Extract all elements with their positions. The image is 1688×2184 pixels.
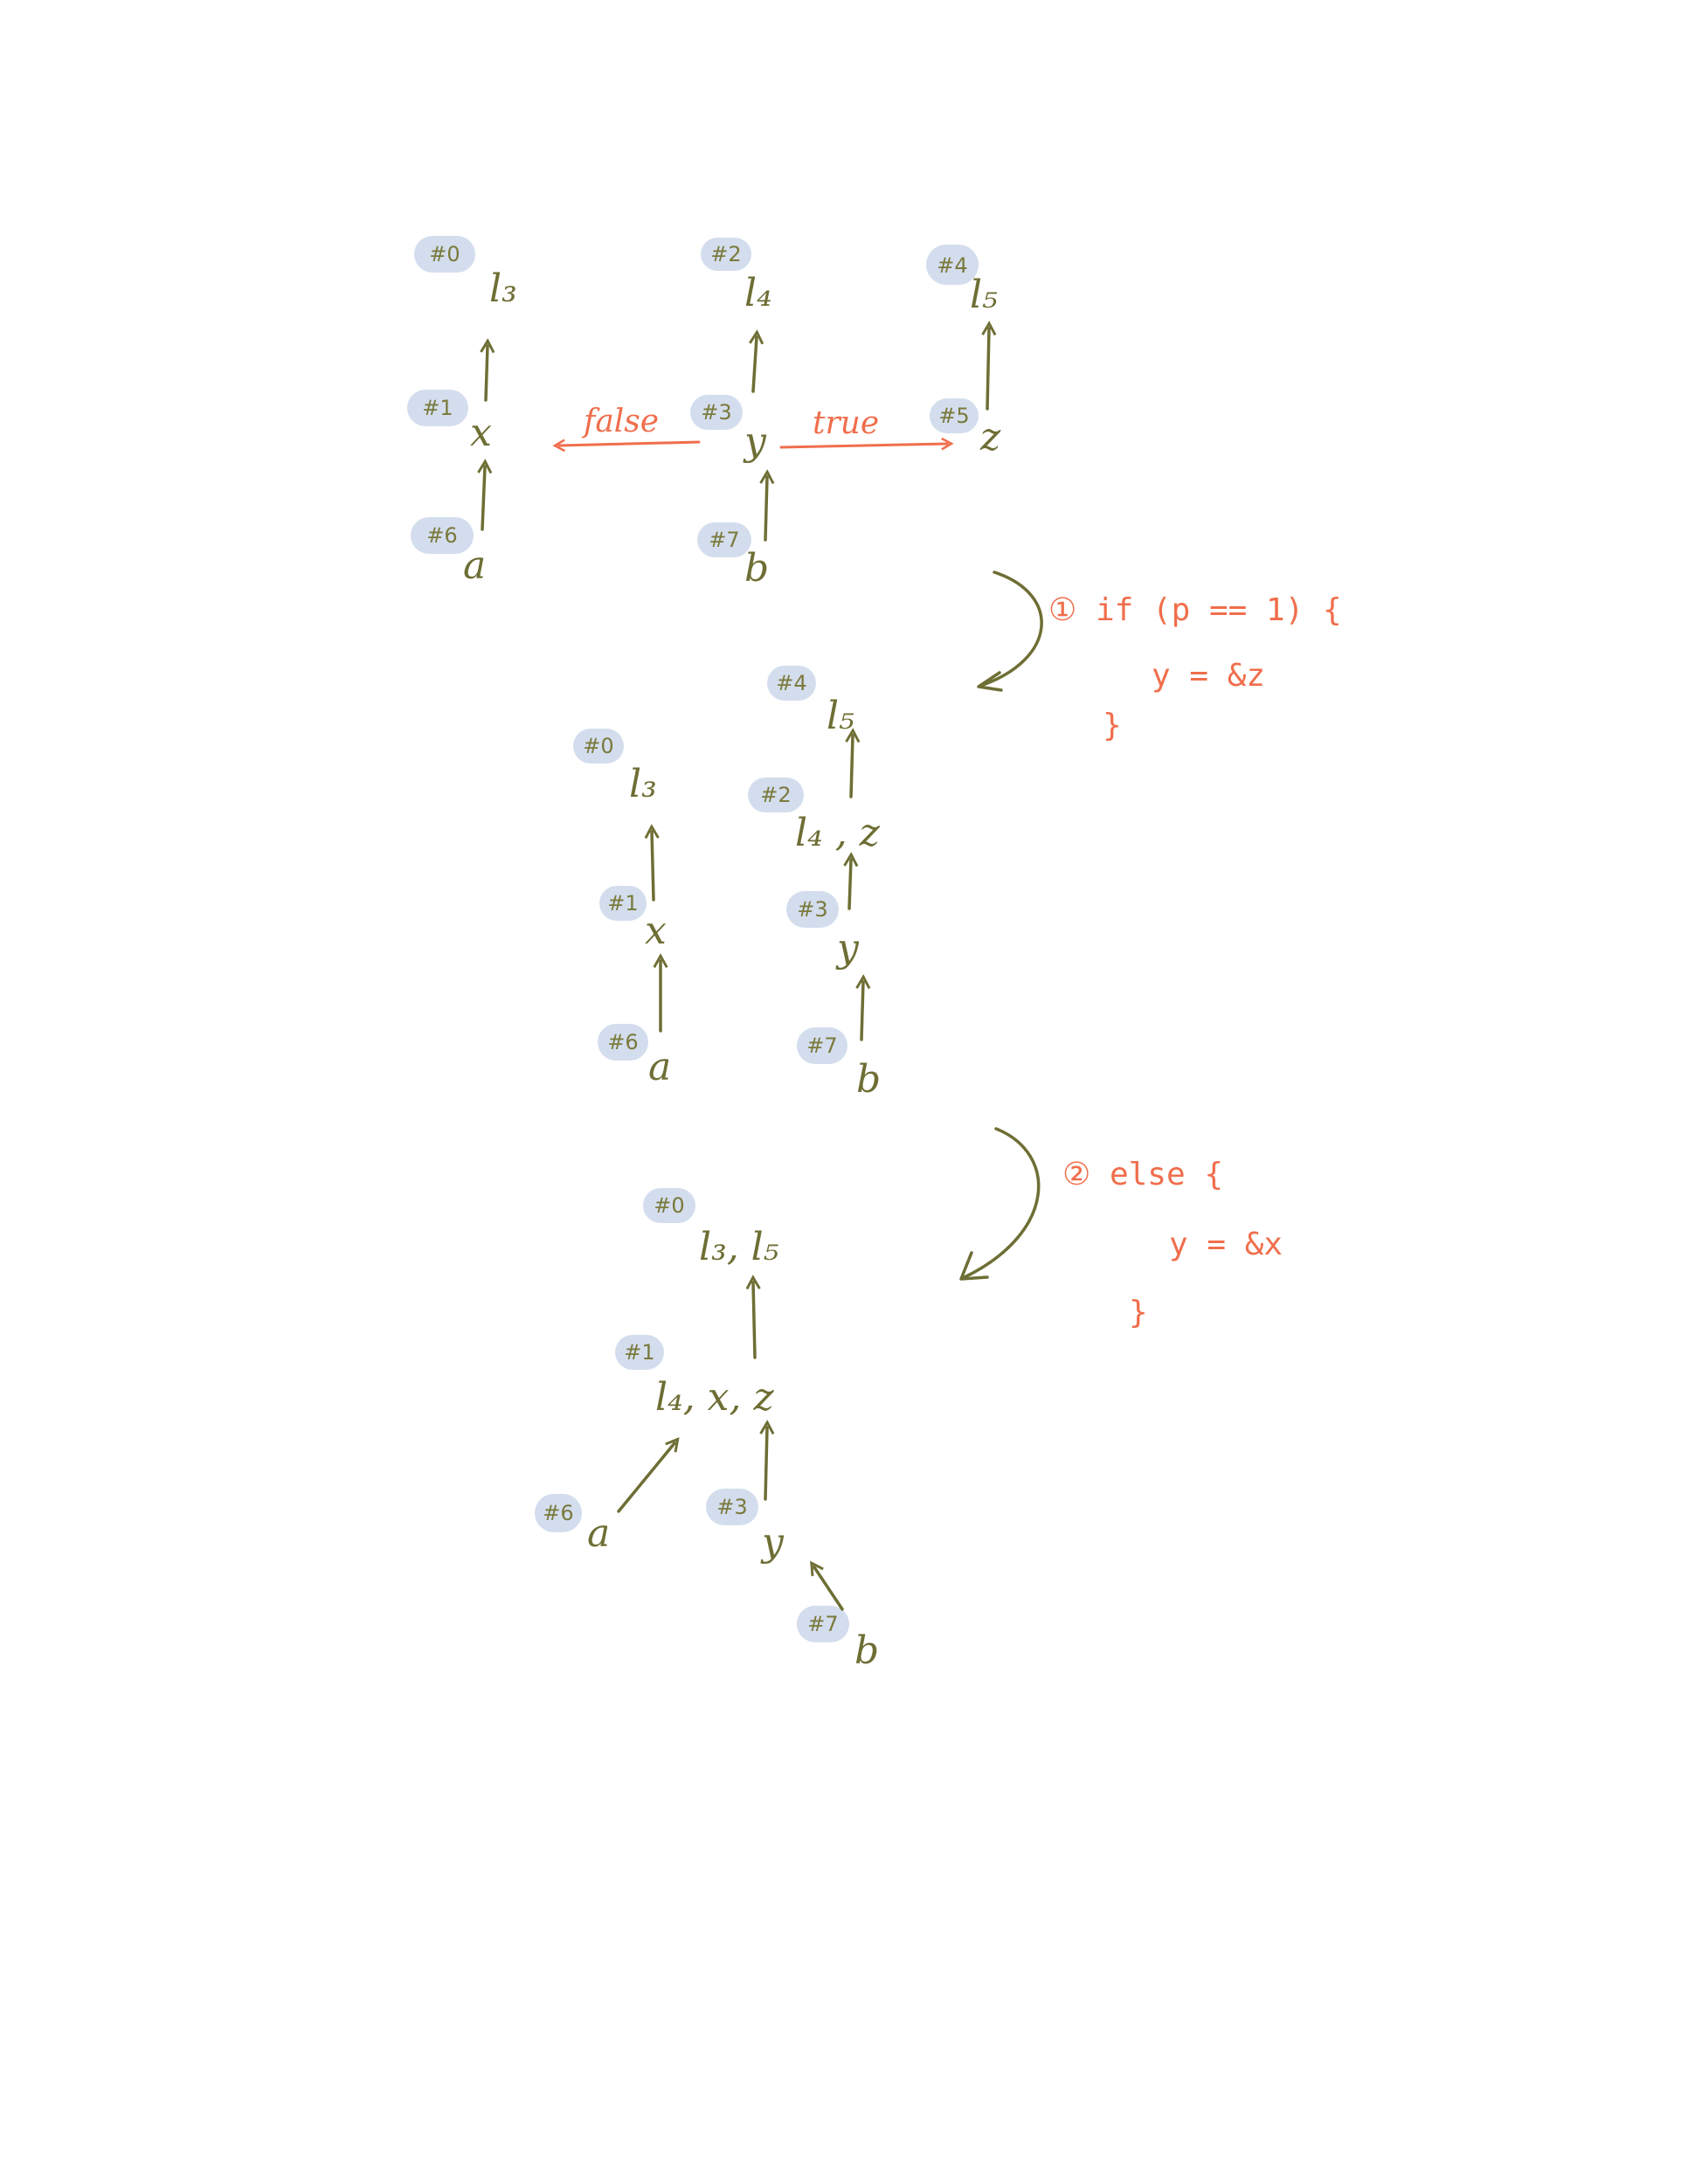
edge-l4z-to-l5 xyxy=(851,736,853,798)
edge-b-to-y xyxy=(765,477,767,542)
node-y: y xyxy=(835,926,860,971)
edge-b-to-y xyxy=(814,1567,844,1611)
badge-4: #4 xyxy=(926,245,979,285)
stage-2-graph: #0 #1 #6 #4 #2 #3 #7 l₃ x a l₅ l₄ , xyxy=(573,666,881,1102)
node-a: a xyxy=(587,1511,610,1556)
svg-text:#1: #1 xyxy=(624,1340,654,1365)
stage-1-graph: #0 #1 #6 #2 #3 #7 #4 #5 xyxy=(407,236,1001,591)
svg-text:#1: #1 xyxy=(607,891,638,916)
edge-l4xz-to-l3l5 xyxy=(753,1282,755,1359)
transition-arrow-2-head xyxy=(959,1251,989,1281)
edge-a-to-x xyxy=(482,467,485,531)
badge-7: #7 xyxy=(797,1027,847,1064)
svg-text:#0: #0 xyxy=(654,1193,684,1218)
badge-1: #1 xyxy=(615,1335,664,1370)
svg-text:#0: #0 xyxy=(583,734,613,758)
node-y: y xyxy=(743,419,767,464)
badge-7: #7 xyxy=(797,1606,849,1642)
node-x: x xyxy=(645,909,667,953)
node-l4-z: l₄ , z xyxy=(795,811,881,855)
badge-6: #6 xyxy=(411,517,474,554)
badge-3: #3 xyxy=(706,1489,758,1525)
transform-2: ② else { y = &x } xyxy=(959,1127,1283,1330)
svg-text:#6: #6 xyxy=(426,523,457,548)
node-l3-l5: l₃, l₅ xyxy=(699,1225,779,1269)
node-b: b xyxy=(854,1628,879,1673)
assign-y-to-z-line: y = &z xyxy=(1152,658,1265,694)
svg-text:#7: #7 xyxy=(709,528,739,552)
svg-text:#4: #4 xyxy=(937,253,967,278)
svg-text:#6: #6 xyxy=(543,1501,573,1525)
stage-3-graph: #0 #1 #6 #3 #7 l₃, l₅ l₄, x, z a y b xyxy=(535,1188,879,1673)
svg-text:#7: #7 xyxy=(807,1612,838,1636)
svg-text:#0: #0 xyxy=(429,242,460,266)
node-x: x xyxy=(470,411,492,455)
transition-arrow-1 xyxy=(979,570,1043,688)
svg-text:#3: #3 xyxy=(701,400,731,425)
svg-text:#3: #3 xyxy=(716,1495,747,1519)
edge-a-to-l4xz xyxy=(617,1443,675,1513)
edge-y-to-l4xz xyxy=(765,1427,767,1501)
edge-y-to-l4z xyxy=(849,860,851,910)
badge-3: #3 xyxy=(786,891,839,928)
svg-text:#2: #2 xyxy=(760,783,791,807)
node-b: b xyxy=(744,546,769,591)
badge-7: #7 xyxy=(697,522,751,557)
node-l3: l₃ xyxy=(489,266,517,311)
node-l4: l₄ xyxy=(744,271,772,315)
badge-4: #4 xyxy=(767,666,816,701)
badge-0: #0 xyxy=(643,1188,695,1223)
node-y: y xyxy=(760,1520,785,1565)
node-b: b xyxy=(856,1057,881,1102)
edge-b-to-y xyxy=(861,982,863,1041)
node-a: a xyxy=(463,543,486,588)
true-label: true xyxy=(813,405,879,441)
svg-text:#3: #3 xyxy=(797,897,827,922)
svg-text:#1: #1 xyxy=(422,396,453,420)
if-condition-line: ① if (p == 1) { xyxy=(1048,592,1342,628)
edge-x-to-l3 xyxy=(486,346,488,402)
node-l4-x-z: l₄, x, z xyxy=(655,1375,774,1420)
badge-1: #1 xyxy=(599,886,647,921)
svg-text:#5: #5 xyxy=(938,404,969,428)
badge-0: #0 xyxy=(414,236,475,273)
edge-x-to-l3 xyxy=(652,832,654,902)
badge-2: #2 xyxy=(748,778,804,812)
edge-z-to-l5 xyxy=(987,328,989,411)
node-l5: l₅ xyxy=(970,273,998,317)
node-a: a xyxy=(648,1045,671,1089)
badge-6: #6 xyxy=(598,1024,648,1061)
edge-y-to-x-false xyxy=(559,442,701,446)
badge-0: #0 xyxy=(573,729,624,764)
if-close-brace: } xyxy=(1103,708,1122,743)
transform-1: ① if (p == 1) { y = &z } xyxy=(977,570,1342,743)
node-l5: l₅ xyxy=(827,694,854,738)
edge-y-to-l4 xyxy=(753,337,757,393)
node-z: z xyxy=(979,415,1001,460)
badge-1: #1 xyxy=(407,390,468,426)
false-label: false xyxy=(581,404,659,439)
svg-text:#4: #4 xyxy=(776,671,806,695)
badge-5: #5 xyxy=(930,398,979,433)
badge-6: #6 xyxy=(535,1494,582,1532)
transition-arrow-2 xyxy=(963,1127,1041,1279)
edge-y-to-z-true xyxy=(779,444,947,447)
badge-2: #2 xyxy=(701,238,751,271)
else-line: ② else { xyxy=(1062,1157,1223,1192)
transition-arrow-1-head xyxy=(977,671,1003,692)
svg-text:#7: #7 xyxy=(806,1033,837,1058)
svg-text:#2: #2 xyxy=(710,242,741,266)
badge-3: #3 xyxy=(690,395,743,430)
svg-text:#6: #6 xyxy=(607,1030,638,1054)
node-l3: l₃ xyxy=(629,762,657,806)
else-close-brace: } xyxy=(1129,1295,1148,1330)
assign-y-to-x-line: y = &x xyxy=(1169,1227,1283,1262)
